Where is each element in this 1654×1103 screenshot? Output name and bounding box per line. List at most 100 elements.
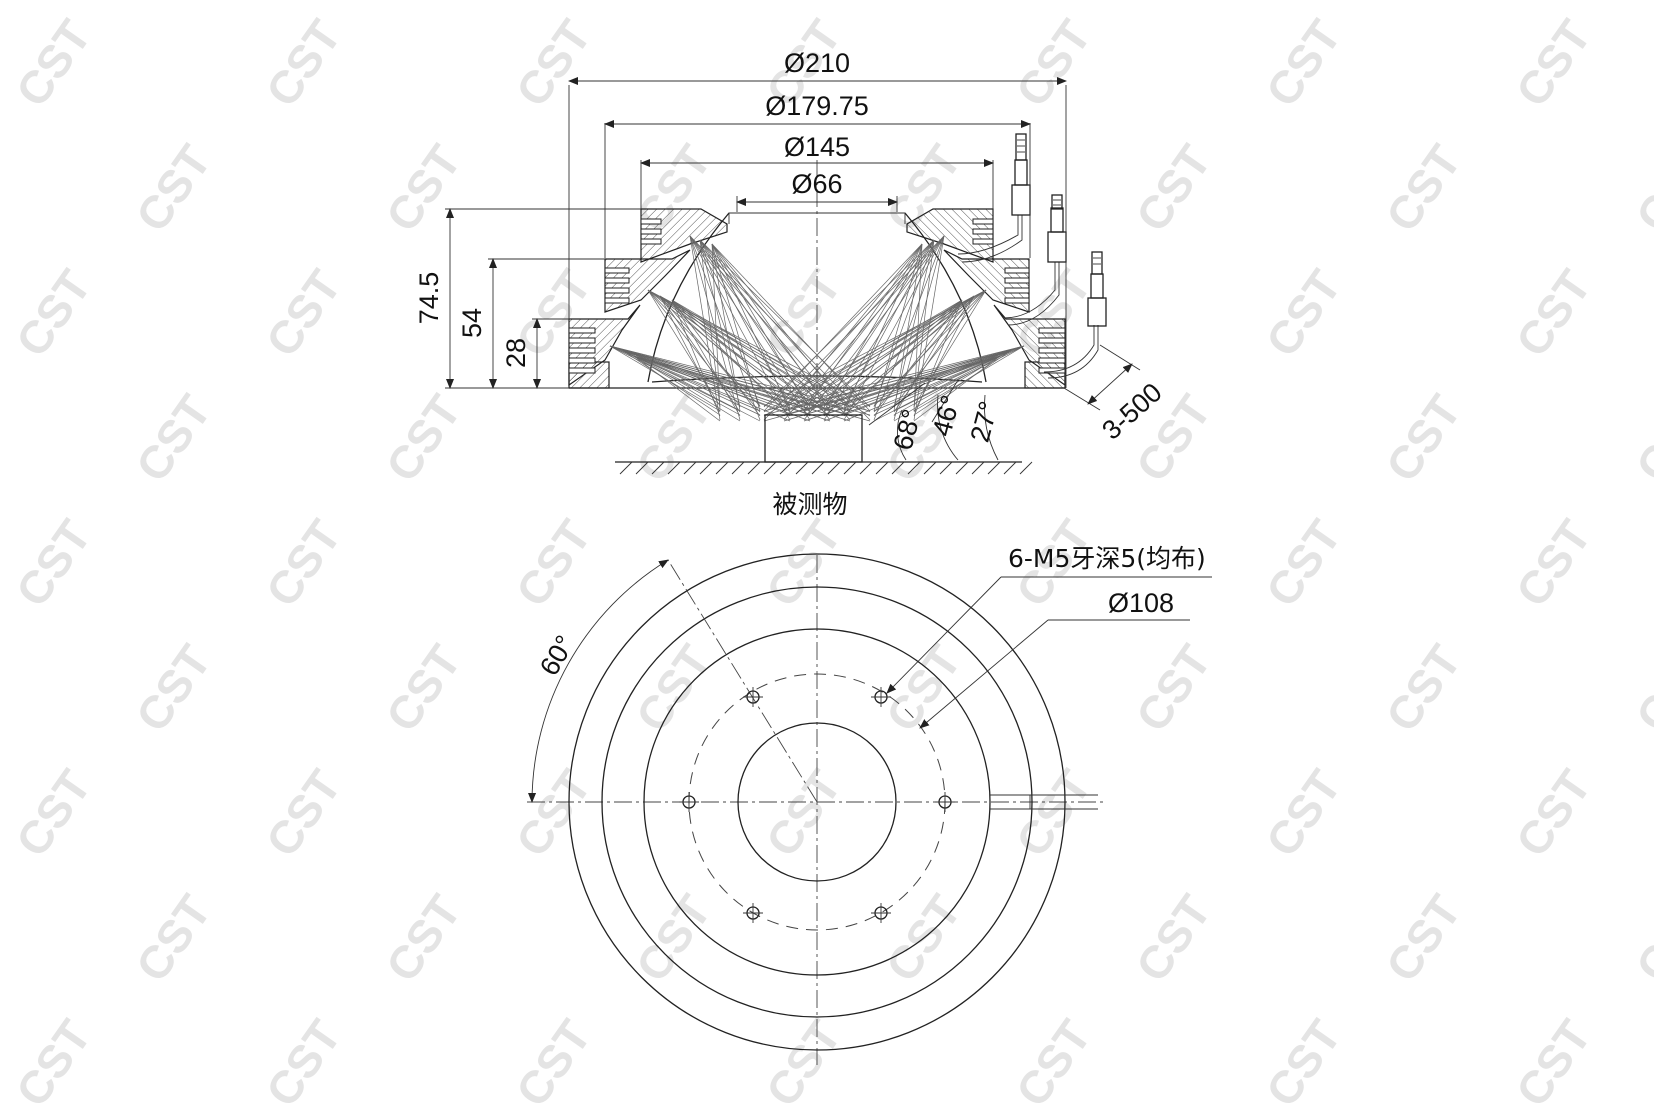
angle-arc <box>528 559 669 803</box>
watermark-text: CST <box>256 1011 351 1103</box>
watermark-text: CST <box>1506 1011 1601 1103</box>
diffuser-bottom <box>651 375 983 383</box>
light-ray <box>783 235 945 421</box>
light-ray <box>823 235 945 421</box>
light-ray <box>621 349 851 416</box>
light-ray <box>803 289 987 407</box>
dim-d210: Ø210 <box>568 48 1067 388</box>
watermark-text: CST <box>1376 886 1471 991</box>
hatch-line <box>843 461 857 475</box>
hatch-line <box>1003 461 1017 475</box>
watermark-text: CST <box>1626 136 1654 241</box>
light-ray <box>893 355 1001 422</box>
watermark-text: CST <box>1006 761 1101 866</box>
inner-aperture <box>737 722 897 882</box>
hatch-line <box>859 461 873 475</box>
light-body-left <box>568 208 728 389</box>
watermark-text: CST <box>756 1011 851 1103</box>
hatch-line <box>923 461 937 475</box>
mounting-hole <box>679 792 699 812</box>
hatch-line <box>811 461 825 475</box>
light-ray <box>633 355 811 422</box>
light-ray <box>893 289 987 407</box>
watermark-text: CST <box>126 886 221 991</box>
watermark-text: CST <box>1256 1011 1351 1103</box>
side-view: Ø210 Ø179.75 Ø145 Ø66 74.5 <box>414 48 1168 519</box>
watermark-text: CST <box>6 511 101 616</box>
dim-d210-text: Ø210 <box>784 48 850 78</box>
hatch-line <box>667 461 681 475</box>
watermark-text: CST <box>256 761 351 866</box>
light-ray <box>609 345 741 412</box>
hatch-line <box>683 461 697 475</box>
dim-h54: 54 <box>457 258 605 389</box>
watermark-text: CST <box>256 261 351 366</box>
dim-d66-text: Ø66 <box>791 169 842 199</box>
watermark-text: CST <box>6 761 101 866</box>
light-ray <box>699 239 871 408</box>
light-ray <box>803 355 1001 422</box>
hatch-line <box>651 461 665 475</box>
light-ray <box>893 299 963 417</box>
hatch-line <box>955 461 969 475</box>
light-ray <box>621 349 871 416</box>
dim-d179-text: Ø179.75 <box>765 91 869 121</box>
hatch-line <box>1019 461 1033 475</box>
light-ray <box>711 243 791 412</box>
watermark-text: CST <box>376 136 471 241</box>
light-ray <box>671 299 811 417</box>
mounting-hole <box>871 903 891 923</box>
dim-d145-text: Ø145 <box>784 132 850 162</box>
watermark-text: CST <box>6 11 101 116</box>
light-ray <box>659 295 761 413</box>
watermark-text: CST <box>1256 511 1351 616</box>
angle-60-text: 60° <box>534 630 580 680</box>
hatch-line <box>891 461 905 475</box>
watermark-text: CST <box>126 636 221 741</box>
light-ray <box>763 243 923 412</box>
watermark-text: CST <box>626 636 721 741</box>
stage-hatch <box>619 461 1033 475</box>
light-ray <box>647 289 741 407</box>
watermark-text: CST <box>1126 636 1221 741</box>
light-ray <box>699 239 851 408</box>
watermark-text: CST <box>1506 761 1601 866</box>
light-ray <box>621 349 831 416</box>
watermark-text: CST <box>256 511 351 616</box>
dim-h745: 74.5 <box>414 208 641 389</box>
watermark-text: CST <box>376 636 471 741</box>
light-ray <box>783 349 1013 416</box>
light-ray <box>873 355 1001 422</box>
light-ray <box>913 355 1001 422</box>
watermark-text: CST <box>1126 886 1221 991</box>
hatch-line <box>907 461 921 475</box>
watermark-text: CST <box>506 11 601 116</box>
watermark-text: CST <box>506 1011 601 1103</box>
heat-sink-fins-right <box>972 218 1066 374</box>
cable-exit <box>990 794 1098 810</box>
mounting-hole <box>935 792 955 812</box>
hatch-line <box>875 461 889 475</box>
light-ray <box>633 355 761 422</box>
object-label: 被测物 <box>772 490 847 519</box>
bolt-circle-text: Ø108 <box>1108 588 1174 618</box>
bottom-view: 60° 6-M5牙深5(均布) Ø108 <box>527 544 1212 1065</box>
watermark-text: CST <box>6 1011 101 1103</box>
light-ray <box>671 299 741 417</box>
angle-27-text: 27° <box>965 398 1005 445</box>
dim-d145: Ø145 <box>640 132 994 209</box>
light-ray <box>893 345 1025 412</box>
light-ray <box>783 239 935 408</box>
watermark-text: CST <box>376 386 471 491</box>
watermark-text: CST <box>1506 511 1601 616</box>
mounting-hole <box>743 903 763 923</box>
light-ray <box>633 355 851 422</box>
hatch-line <box>827 461 841 475</box>
light-ray <box>913 349 1013 416</box>
watermark-text: CST <box>1626 886 1654 991</box>
light-ray <box>873 299 963 417</box>
light-ray <box>699 239 831 408</box>
light-ray <box>763 349 1013 416</box>
watermark-text: CST <box>1626 386 1654 491</box>
